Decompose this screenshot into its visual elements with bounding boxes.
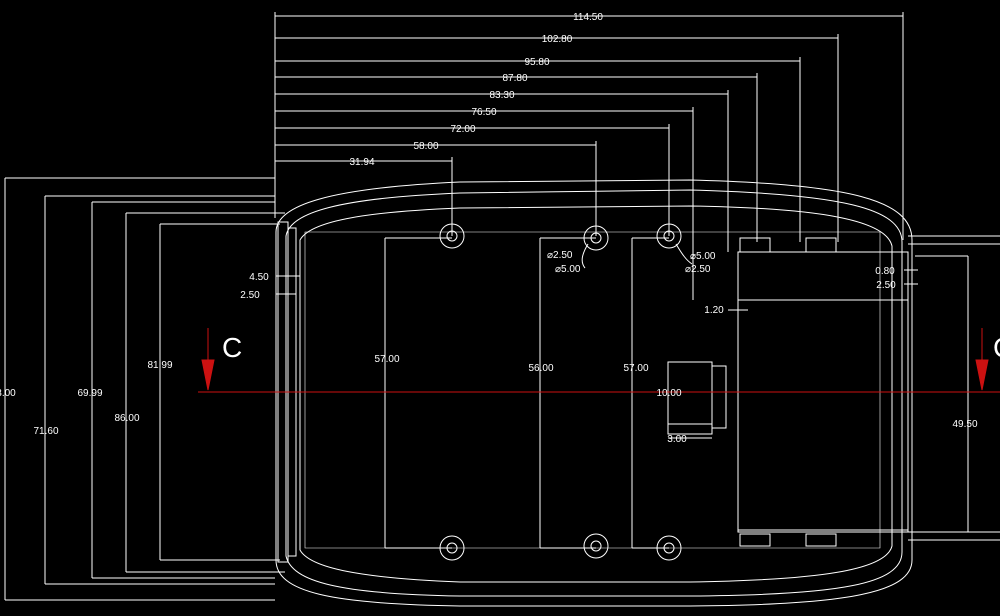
dim-hole-0: ⌀2.50 (547, 250, 573, 261)
hole-bottom-1 (439, 535, 465, 561)
hole-bottom-3 (656, 535, 682, 561)
dim-right-2: 1.20 (704, 305, 724, 316)
hole-top-1-inner (446, 230, 458, 242)
dimension-labels: 114.50 102.80 95.80 87.80 83.30 76.50 72… (0, 12, 1000, 445)
dim-top-1: 102.80 (542, 34, 573, 45)
dim-top-3: 87.80 (502, 73, 527, 84)
dim-right-1: 2.50 (876, 280, 896, 291)
dim-left-3: 86.00 (114, 413, 139, 424)
left-dimension-lines (4, 177, 285, 601)
section-line (198, 328, 1000, 393)
hole-bottom-2 (583, 533, 609, 559)
section-arrow-left-icon (201, 359, 215, 391)
hole-bottom-1-inner (446, 542, 458, 554)
dim-left-0: 3.00 (0, 388, 16, 399)
dim-left-1: 71.60 (33, 426, 58, 437)
section-marker-right: C (993, 332, 1000, 363)
dim-side-0: 4.50 (249, 272, 269, 283)
dim-right-0: 0.80 (875, 266, 895, 277)
hole-top-3 (656, 223, 682, 249)
dim-inner-1: 56.00 (528, 363, 553, 374)
dim-side-1: 2.50 (240, 290, 260, 301)
dim-top-2: 95.80 (524, 57, 549, 68)
hole-bottom-2-inner (590, 540, 602, 552)
dim-right-3: 49.50 (952, 419, 977, 430)
dim-top-6: 72.00 (450, 124, 475, 135)
dim-hole-1: ⌀5.00 (555, 264, 581, 275)
top-dimension-lines (274, 12, 904, 300)
hole-bottom-3-inner (663, 542, 675, 554)
dim-top-7: 58.00 (413, 141, 438, 152)
hole-top-1 (439, 223, 465, 249)
dim-top-4: 83.30 (489, 90, 514, 101)
housing-outline (275, 179, 1000, 607)
section-marker-left: C (222, 332, 242, 363)
dim-center-0: 10.00 (656, 388, 681, 399)
mounting-holes (439, 223, 693, 561)
dim-hole-2: ⌀5.00 (690, 251, 716, 262)
dim-top-8: 31.94 (349, 157, 374, 168)
hole-top-2-inner (590, 232, 602, 244)
dim-center-1: 3.00 (667, 434, 687, 445)
section-arrow-right-icon (975, 359, 989, 391)
dim-left-2: 69.99 (77, 388, 102, 399)
dim-hole-3: ⌀2.50 (685, 264, 711, 275)
dim-inner-2: 57.00 (623, 363, 648, 374)
dim-top-0: 114.50 (573, 12, 603, 23)
dim-inner-0: 57.00 (374, 354, 399, 365)
dim-left-4: 81.99 (147, 360, 172, 371)
hole-top-2 (583, 225, 609, 251)
dim-top-5: 76.50 (471, 107, 496, 118)
hole-top-3-inner (663, 230, 675, 242)
